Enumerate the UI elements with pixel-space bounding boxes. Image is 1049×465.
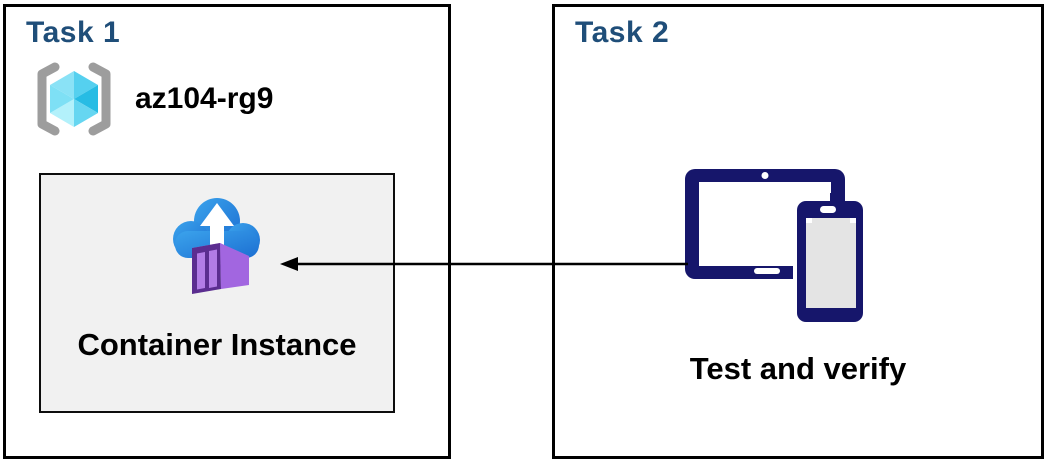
tablet-and-phone-icon (685, 169, 867, 326)
resource-group-row: az104-rg9 (33, 59, 273, 139)
phone-speaker (820, 206, 836, 213)
resource-group-icon (37, 62, 111, 136)
tablet-home-button (754, 268, 780, 274)
task2-box: Task 2 Test and verify (552, 4, 1044, 459)
test-and-verify-label: Test and verify (689, 351, 907, 386)
container-instance-label: Container Instance (77, 327, 357, 362)
left-arrow-connector (280, 257, 688, 271)
container-instance-box: Container Instance (39, 173, 395, 413)
container-instance-icon (173, 198, 260, 294)
arrowhead (280, 257, 298, 271)
bracket-shapes (37, 62, 111, 136)
task2-title: Task 2 (575, 16, 670, 49)
cube-shape (50, 71, 98, 127)
upload-arrow-shape (200, 203, 234, 250)
resource-group-name: az104-rg9 (135, 82, 274, 115)
tablet-camera-dot (761, 172, 769, 179)
task1-title: Task 1 (26, 16, 121, 49)
phone-shape (793, 193, 867, 326)
task1-box: Task 1 az104-rg9 (3, 4, 451, 459)
container-3d-shape (192, 243, 249, 294)
